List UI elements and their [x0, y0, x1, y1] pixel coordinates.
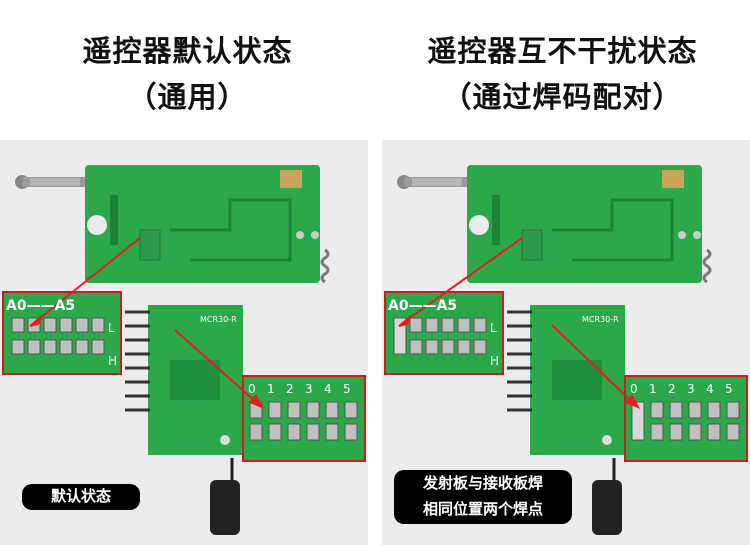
code-pad-zoom-receiver	[624, 375, 748, 462]
model-label: MCR30-R	[200, 315, 237, 324]
digit-0: 0	[248, 382, 256, 396]
code-pad-zoom-receiver	[242, 375, 366, 462]
range-label: A0——A5	[6, 298, 75, 314]
left-heading: 遥控器默认状态 （通用）	[0, 0, 375, 130]
left-title: 遥控器默认状态	[82, 34, 293, 68]
low-label-transmitter: L	[490, 321, 497, 335]
transmitter-board	[467, 165, 702, 283]
receiver-board	[507, 305, 625, 455]
antenna-icon	[15, 175, 92, 189]
digit-4: 4	[324, 382, 332, 396]
coil-antenna-icon	[210, 458, 240, 535]
solder-instruction-line2: 相同位置两个焊点	[422, 500, 543, 518]
code-pad-zoom-transmitter	[2, 291, 122, 375]
model-label: MCR30-R	[582, 315, 619, 324]
digit-4: 4	[706, 382, 714, 396]
receiver-board	[125, 305, 243, 455]
solder-instruction-badge: 发射板与接收板焊 相同位置两个焊点	[394, 470, 572, 524]
pointer-arrows	[29, 237, 265, 410]
coil-antenna-icon	[592, 458, 622, 535]
right-illustration: A0——A5 L H MCR30-R 0 1 2 3 4 5	[384, 165, 748, 535]
default-state-badge: 默认状态	[22, 484, 140, 510]
digit-2: 2	[668, 382, 676, 396]
left-panel: A0——A5 L H MCR30-R 0 1 2 3 4 5 默认状态	[0, 140, 368, 545]
digit-3: 3	[687, 382, 695, 396]
digit-5: 5	[343, 382, 351, 396]
digit-2: 2	[286, 382, 294, 396]
right-subtitle: （通过焊码配对）	[442, 80, 683, 114]
digit-0: 0	[630, 382, 638, 396]
left-illustration: A0——A5 L H MCR30-R 0 1 2 3 4 5	[2, 165, 366, 535]
range-label: A0——A5	[388, 298, 457, 314]
antenna-icon	[397, 175, 474, 189]
digit-1: 1	[649, 382, 657, 396]
pointer-arrows	[398, 237, 641, 410]
digit-1: 1	[267, 382, 275, 396]
right-heading: 遥控器互不干扰状态 （通过焊码配对）	[375, 0, 750, 130]
solder-instruction-line1: 发射板与接收板焊	[422, 474, 543, 492]
digit-3: 3	[305, 382, 313, 396]
right-title: 遥控器互不干扰状态	[427, 34, 698, 68]
code-pad-zoom-transmitter	[384, 291, 504, 375]
digit-5: 5	[725, 382, 733, 396]
left-subtitle: （通用）	[127, 80, 248, 114]
low-label-transmitter: L	[108, 321, 115, 335]
high-label-transmitter: H	[490, 354, 499, 368]
right-panel: A0——A5 L H MCR30-R 0 1 2 3 4 5 发射板与接收板焊 …	[382, 140, 750, 545]
high-label-transmitter: H	[108, 354, 117, 368]
spring-icon	[320, 248, 330, 284]
transmitter-board	[85, 165, 320, 283]
spring-icon	[702, 248, 712, 284]
